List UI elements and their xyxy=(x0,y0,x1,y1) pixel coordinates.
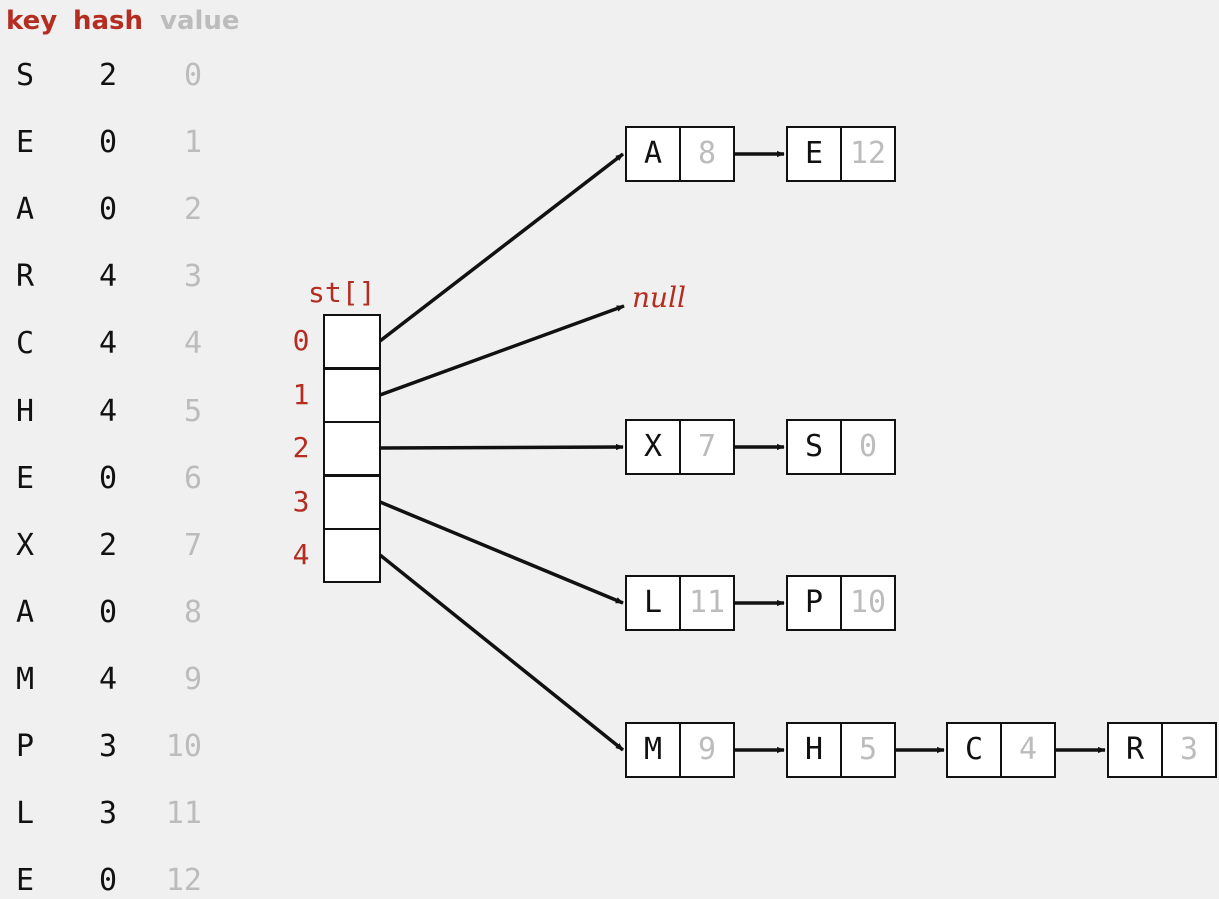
array-index: 4 xyxy=(292,538,310,571)
row-hash: 4 xyxy=(98,662,118,697)
row-hash: 3 xyxy=(98,796,118,831)
node-value: 5 xyxy=(858,732,878,767)
row-key: R xyxy=(15,259,35,294)
row-key: E xyxy=(15,125,35,160)
row-hash: 0 xyxy=(98,461,118,496)
row-value: 6 xyxy=(183,461,202,496)
node-value: 7 xyxy=(697,429,717,464)
node-value: 8 xyxy=(697,136,717,171)
array-slot xyxy=(323,314,381,369)
row-key: E xyxy=(15,461,35,496)
row-value: 2 xyxy=(183,192,202,227)
row-value: 12 xyxy=(165,863,202,898)
row-value: 5 xyxy=(183,394,202,429)
key-header: key xyxy=(6,6,58,36)
node-key: A xyxy=(627,128,681,180)
row-hash: 0 xyxy=(98,125,118,160)
array-index: 0 xyxy=(292,324,310,357)
row-key: P xyxy=(15,729,35,764)
node-key: X xyxy=(627,421,681,473)
row-key: A xyxy=(15,595,35,630)
value-header: value xyxy=(160,6,240,36)
row-hash: 4 xyxy=(98,394,118,429)
slot-to-node-arrow xyxy=(378,152,625,343)
row-hash: 4 xyxy=(98,259,118,294)
row-value: 11 xyxy=(165,796,202,831)
array-index: 1 xyxy=(292,378,310,411)
array-index: 3 xyxy=(292,485,310,518)
node-key: M xyxy=(627,724,681,776)
row-hash: 0 xyxy=(98,595,118,630)
node-key: H xyxy=(788,724,842,776)
row-hash: 2 xyxy=(98,58,118,93)
node-value: 9 xyxy=(697,732,717,767)
slot-to-node-arrow xyxy=(379,500,624,605)
node-value: 0 xyxy=(858,429,878,464)
row-key: C xyxy=(15,326,35,361)
node-key: C xyxy=(948,724,1002,776)
null-pointer-arrow xyxy=(379,304,625,397)
row-key: S xyxy=(15,58,35,93)
node-value: 10 xyxy=(849,585,887,620)
node-key: S xyxy=(788,421,842,473)
row-hash: 4 xyxy=(98,326,118,361)
row-value: 1 xyxy=(183,125,202,160)
node-key: R xyxy=(1109,724,1163,776)
row-hash: 3 xyxy=(98,729,118,764)
row-key: M xyxy=(15,662,35,697)
node-value: 12 xyxy=(849,136,887,171)
row-key: A xyxy=(15,192,35,227)
node-key: P xyxy=(788,577,842,629)
node-value: 3 xyxy=(1179,732,1199,767)
node-value: 4 xyxy=(1018,732,1038,767)
array-slot xyxy=(323,421,381,476)
row-key: H xyxy=(15,394,35,429)
row-value: 0 xyxy=(183,58,202,93)
row-key: X xyxy=(15,528,35,563)
null-label: null xyxy=(632,281,686,314)
array-label: st[] xyxy=(308,276,376,309)
hash-header: hash xyxy=(73,6,144,36)
slot-to-node-arrow xyxy=(378,553,625,752)
node-key: E xyxy=(788,128,842,180)
row-value: 4 xyxy=(183,326,202,361)
row-key: E xyxy=(15,863,35,898)
row-value: 10 xyxy=(165,729,202,764)
row-value: 8 xyxy=(183,595,202,630)
row-hash: 0 xyxy=(98,192,118,227)
row-key: L xyxy=(15,796,35,831)
node-key: L xyxy=(627,577,681,629)
array-index: 2 xyxy=(292,431,310,464)
row-hash: 2 xyxy=(98,528,118,563)
row-value: 9 xyxy=(183,662,202,697)
slot-to-node-arrow xyxy=(379,443,624,451)
row-value: 7 xyxy=(183,528,202,563)
row-hash: 0 xyxy=(98,863,118,898)
row-value: 3 xyxy=(183,259,202,294)
node-value: 11 xyxy=(688,585,726,620)
